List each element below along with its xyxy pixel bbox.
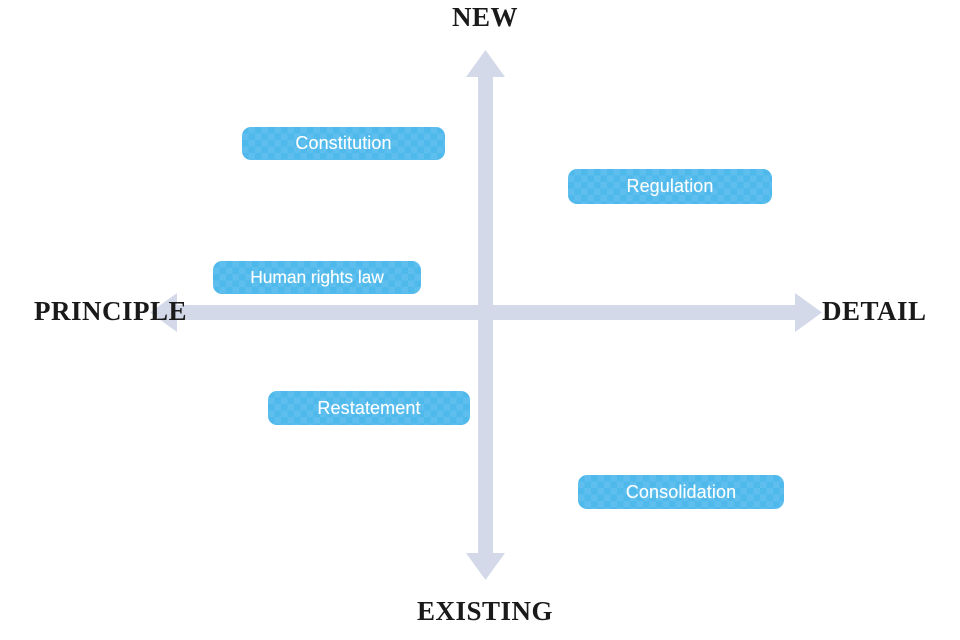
axis-label-principle: PRINCIPLE xyxy=(34,296,188,326)
arrowhead-down xyxy=(466,553,505,580)
node-label: Constitution xyxy=(295,133,392,153)
node-label: Human rights law xyxy=(250,267,384,287)
node-regulation[interactable]: Regulation xyxy=(568,169,772,204)
node-constitution[interactable]: Constitution xyxy=(242,127,445,160)
axis-label-detail: DETAIL xyxy=(822,296,927,326)
node-restatement[interactable]: Restatement xyxy=(268,391,470,425)
node-label: Consolidation xyxy=(625,481,737,502)
axis-label-existing: EXISTING xyxy=(416,596,554,626)
node-human-rights-law[interactable]: Human rights law xyxy=(213,261,421,294)
arrowhead-right xyxy=(795,293,822,332)
node-label: Regulation xyxy=(626,176,714,196)
node-consolidation[interactable]: Consolidation xyxy=(578,475,784,509)
horizontal-axis-shaft xyxy=(175,305,797,320)
arrowhead-up xyxy=(466,50,505,77)
arrowhead-left xyxy=(150,293,177,332)
axis-label-new: NEW xyxy=(451,2,518,32)
node-label: Restatement xyxy=(317,397,421,418)
